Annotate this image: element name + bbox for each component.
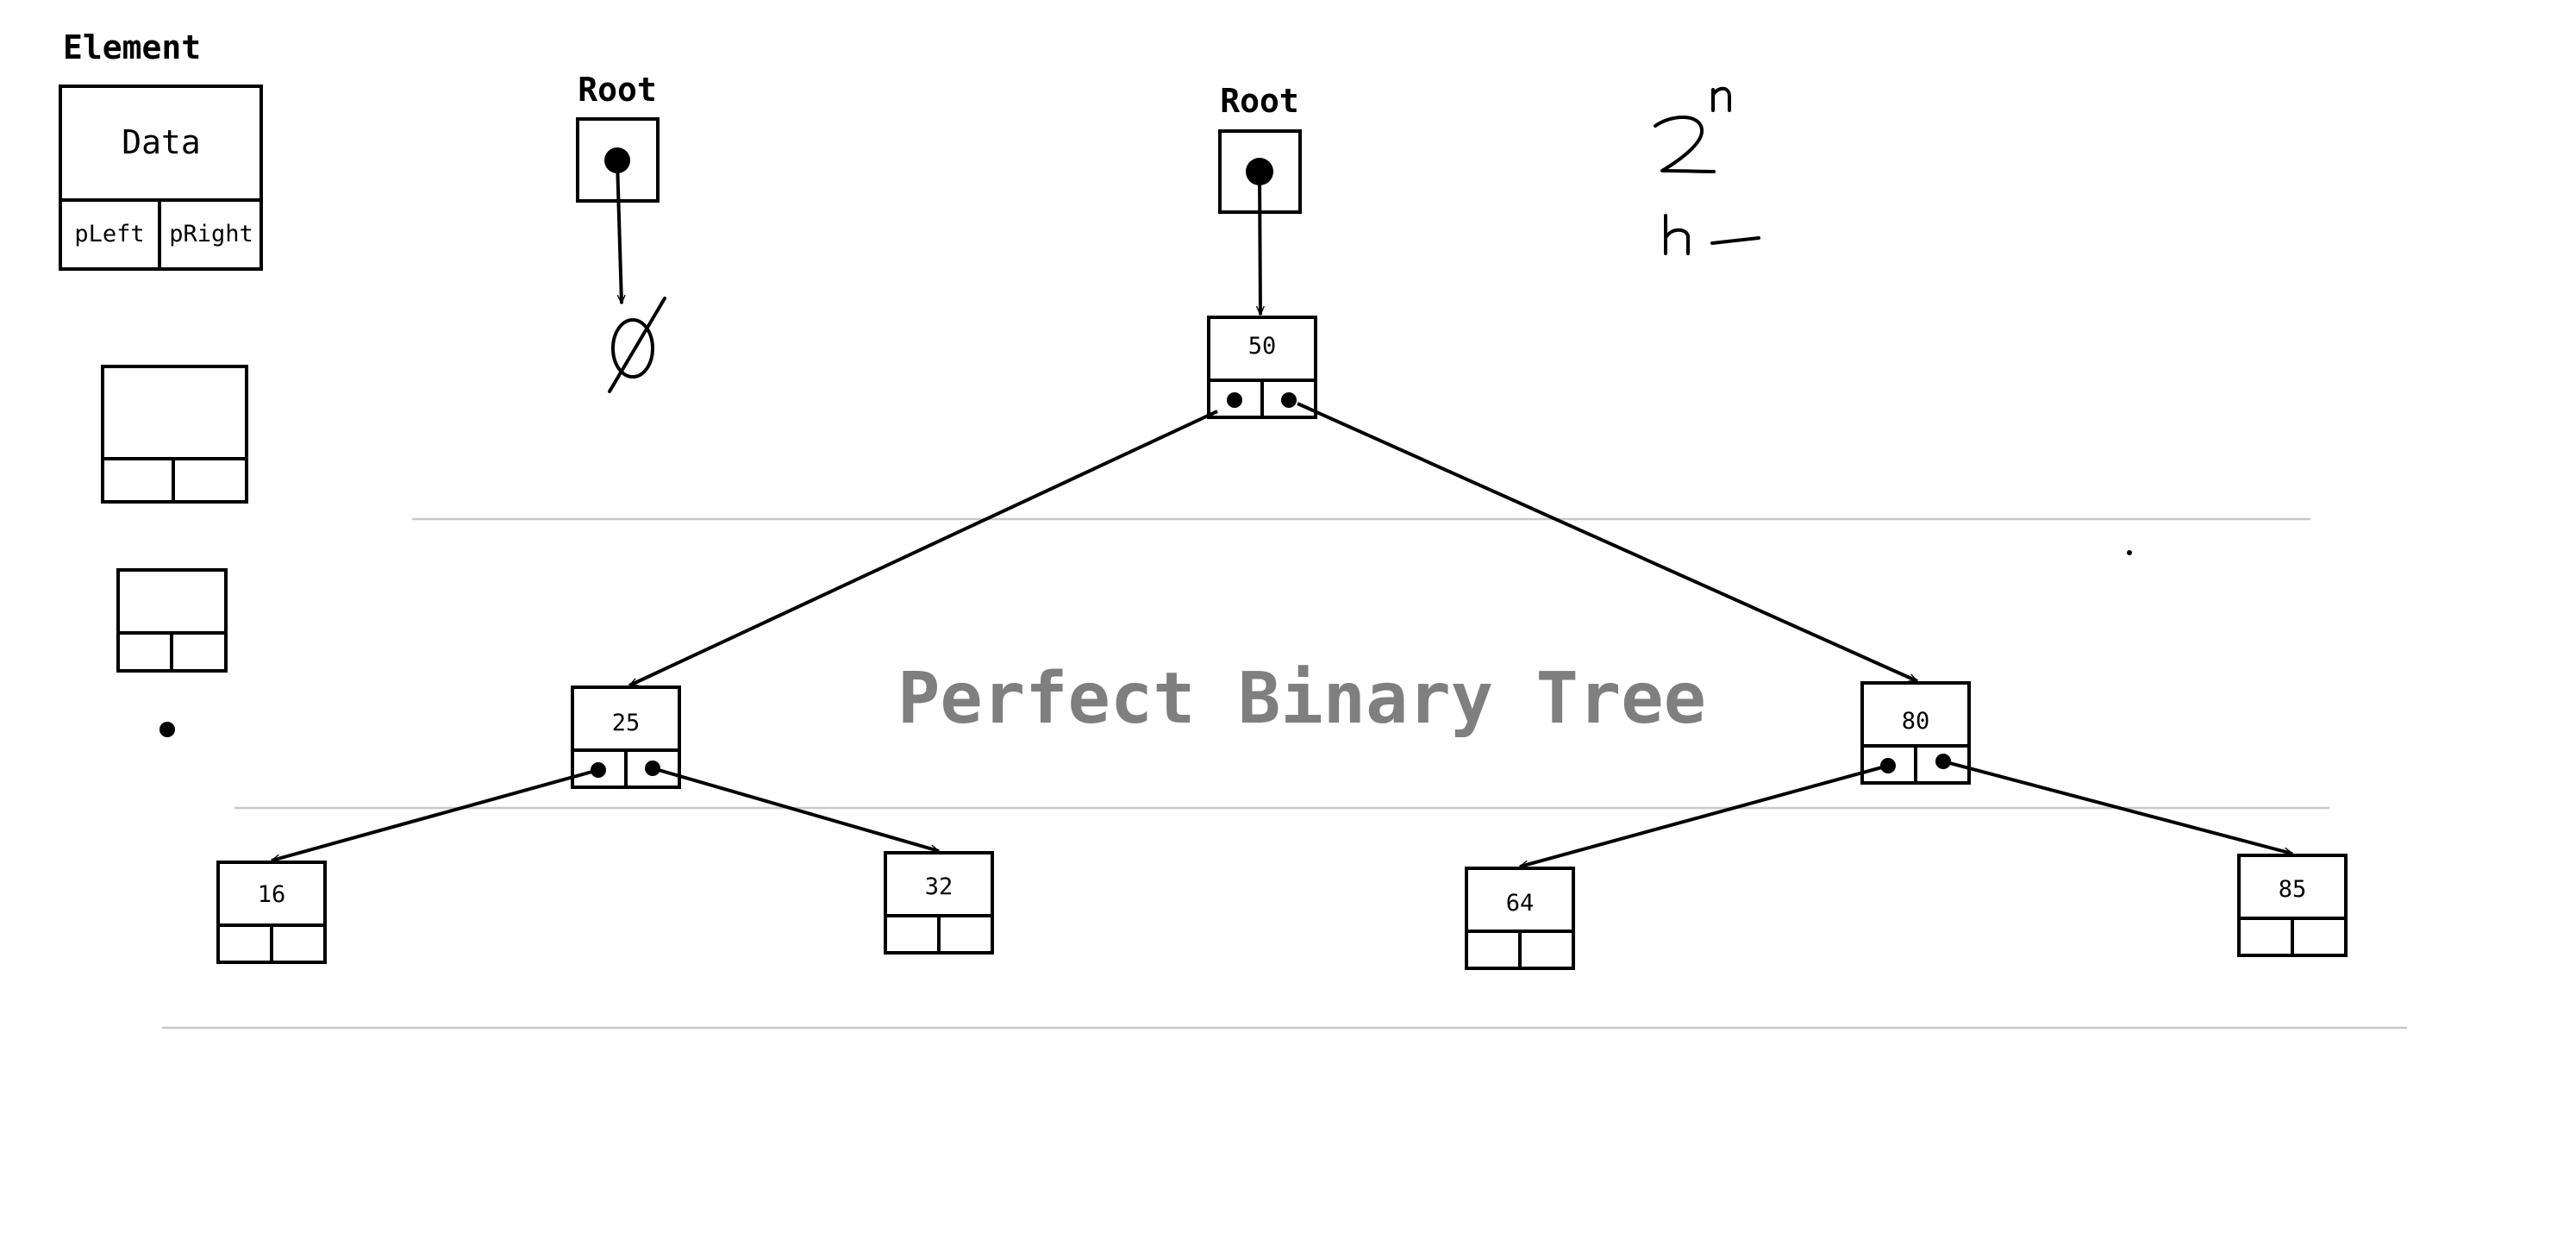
- edge-50-25: [629, 410, 1218, 687]
- tree-node-32: 32: [884, 851, 994, 955]
- stray-mark: [2127, 550, 2132, 555]
- node-value: 64: [1506, 890, 1535, 917]
- legend-empty-element-large: [101, 365, 248, 504]
- handwritten-power: [1654, 86, 1731, 173]
- node-value: 25: [612, 710, 641, 736]
- node-value: 85: [2279, 876, 2307, 903]
- tree-node-16: 16: [216, 861, 327, 964]
- node-value: 16: [258, 881, 286, 908]
- null-symbol: [608, 297, 666, 393]
- tree-title: Perfect Binary Tree: [897, 658, 1706, 740]
- edge-80-85: [1942, 760, 2292, 854]
- empty-root-arrow: [616, 160, 622, 304]
- edge-25-16: [272, 768, 599, 861]
- node-value: 32: [925, 873, 953, 900]
- edge-80-64: [1520, 764, 1889, 867]
- legend-heading: Element: [63, 28, 201, 66]
- tree-node-64: 64: [1465, 867, 1575, 970]
- node-value: 80: [1902, 708, 1930, 735]
- empty-root-label: Root: [578, 71, 657, 109]
- legend-dot: [159, 722, 175, 737]
- edge-50-80: [1297, 402, 1917, 683]
- edge-25-32: [652, 767, 939, 851]
- legend-empty-element-small: [116, 568, 228, 673]
- tree-node-50: 50: [1207, 316, 1317, 419]
- tree-node-85: 85: [2237, 854, 2348, 957]
- legend-data-label: Data: [122, 123, 201, 161]
- legend-pright-label: pRight: [169, 221, 253, 247]
- tree-root-label: Root: [1220, 82, 1299, 120]
- node-value: 50: [1248, 333, 1277, 360]
- legend-element-box: Data pLeft pRight: [59, 85, 263, 271]
- handwritten-height: [1664, 214, 1760, 255]
- legend-pleft-label: pLeft: [74, 221, 144, 247]
